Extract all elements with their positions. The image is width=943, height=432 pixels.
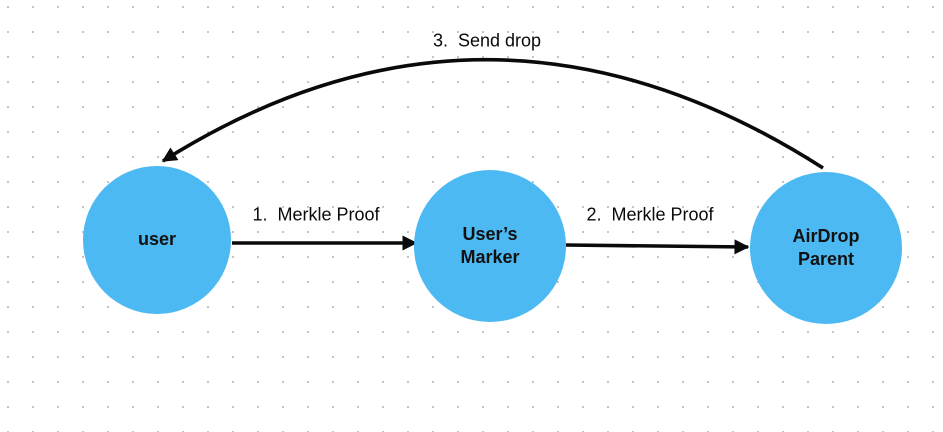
edge-label-merkle-proof-2[interactable]: 2. Merkle Proof <box>586 204 714 225</box>
edge-label-merkle-proof-1[interactable]: 1. Merkle Proof <box>252 204 380 225</box>
edge-send-drop[interactable] <box>161 57 824 170</box>
node-airdrop-parent[interactable]: AirDrop Parent <box>750 172 902 324</box>
node-airdrop-parent-label: AirDrop Parent <box>792 225 860 269</box>
edge-merkle-proof-2[interactable] <box>565 239 750 255</box>
edge-label-send-drop[interactable]: 3. Send drop <box>432 30 542 51</box>
node-users-marker-label: User’s Marker <box>460 223 520 267</box>
node-users-marker[interactable]: User’s Marker <box>414 170 566 322</box>
node-user[interactable]: user <box>83 166 231 314</box>
node-user-label: user <box>137 229 177 250</box>
